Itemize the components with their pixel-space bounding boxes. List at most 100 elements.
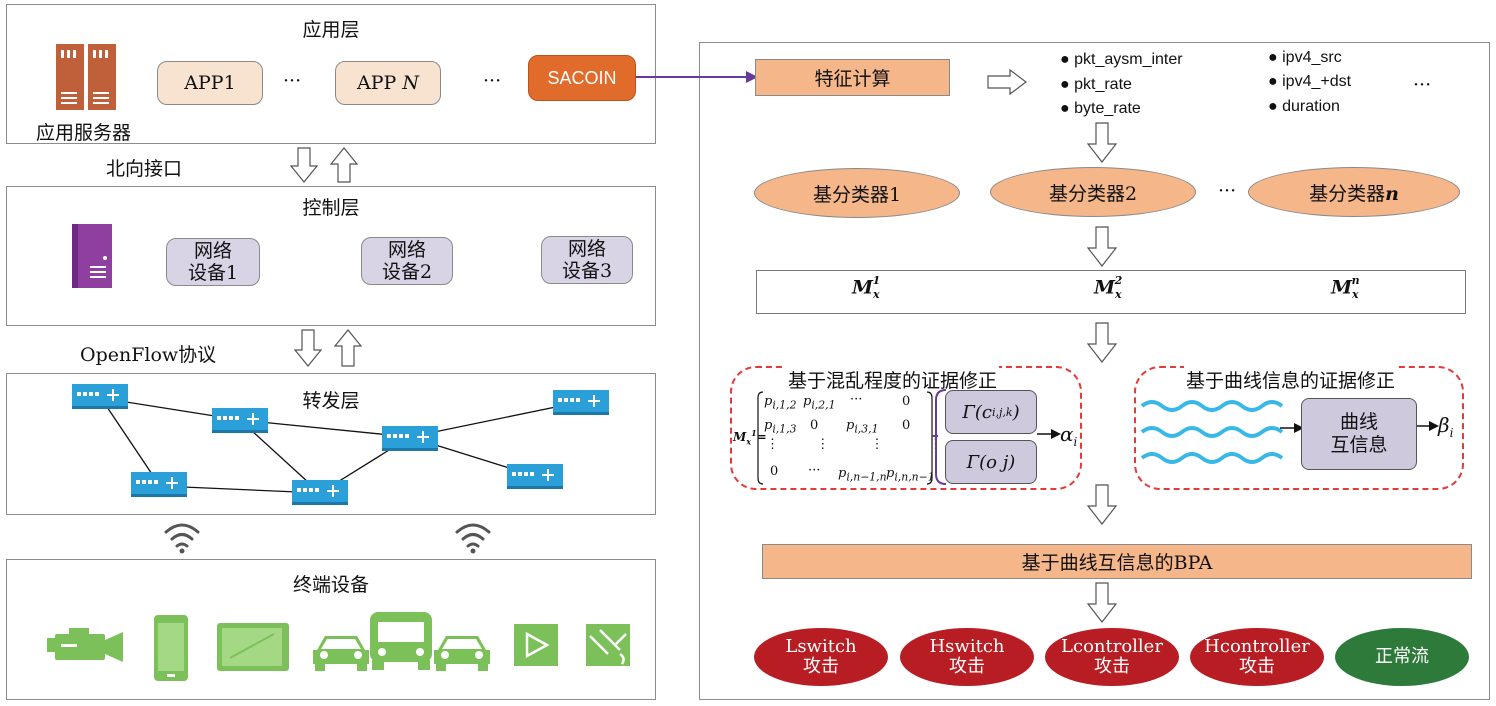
controller-icon [72,224,112,288]
matrix-r2c1: pi,1,3 [764,418,797,436]
app1-label: APP1 [184,72,236,94]
matrix-m2-sup: 2 [1114,274,1123,287]
down-arrow-icon [1086,484,1118,525]
app1-box: APP1 [157,61,263,105]
matrix-r3: ⋮ ⋮ ⋮ ⋮ [766,437,942,452]
sensor-device-icon [586,624,630,666]
feature-calculation-label: 特征计算 [814,68,891,90]
ellipsis-1: ··· [283,70,302,92]
matrix-mn: Mxn [1331,274,1360,302]
forwarding-layer-title: 转发层 [302,390,360,412]
feature-duration: ● duration [1268,98,1340,115]
matrix-r2c2: 0 [810,418,819,433]
matrix-brackets [757,391,933,485]
switch-icon [382,426,438,451]
feature-ipv4-src: ● ipv4_src [1268,49,1342,66]
appn-box: APP N [335,61,441,105]
matrix-r4c3: pi,n−1,n [838,466,887,484]
matrix-r2c4: 0 [902,418,911,433]
switch-icon [292,480,348,505]
matrix-r2c3: pi,3,1 [846,418,879,436]
matrix-r1c4: 0 [902,394,911,409]
bpa-box: 基于曲线互信息的BPA [762,544,1472,579]
alpha-output: αi [1060,422,1077,449]
matrix-r1c2: pi,2,1 [803,394,836,412]
device2-label-top: 网络 [387,239,426,261]
curve-mi-line1: 曲线 [1339,411,1378,433]
device1-label-bottom: 设备1 [187,262,239,284]
alpha-symbol: α [1060,422,1074,446]
gamma-object-box: Γ(o j) [945,440,1037,484]
matrix-m2: Mx2 [1094,274,1123,302]
classifier-2-label: 基分类器2 [1048,182,1138,205]
feature-pkt-rate: ● pkt_rate [1060,76,1132,93]
beta-output: βi [1438,413,1453,440]
control-layer-title: 控制层 [302,197,360,219]
device1-label-top: 网络 [193,240,232,262]
matrix-m1: Mx1 [852,274,881,302]
base-classifier-2: 基分类器2 [990,167,1196,217]
car-icon-left [313,636,369,671]
app-server-label: 应用服务器 [36,122,132,144]
network-device-1: 网络 设备1 [166,238,260,286]
classifier-ellipsis: ··· [1218,180,1237,202]
matrix-mn-sup: n [1351,274,1360,287]
matrix-m1-sup: 1 [872,274,881,287]
gamma1-label: Γ(c [962,401,992,423]
curve-mi-line2: 互信息 [1330,434,1388,456]
gamma-bracket [932,389,947,485]
camera-icon [47,628,123,662]
output-class-line1: Hswitch [929,636,1005,657]
switch-network [100,397,581,494]
switch-icon [507,464,563,489]
classifier-n-label: 基分类器n [1309,182,1399,205]
feature-pkt-aysm-inter: ● pkt_aysm_inter [1060,51,1183,68]
device2-label-bottom: 设备2 [381,261,433,283]
output-class-line1: Lcontroller [1061,636,1163,657]
feature-ellipsis: ··· [1413,74,1432,96]
curve-mutual-info-box: 曲线 互信息 [1301,398,1417,470]
bus-icon [370,612,432,670]
smartphone-icon [154,615,188,681]
beta-arrow [1417,421,1439,431]
feature-right-arrow [987,68,1027,96]
gamma2-label: Γ(o j) [966,451,1016,473]
app-server-icon [56,44,116,110]
sacoin-label: SACOIN [547,67,617,88]
curve-waves [1140,400,1304,464]
evidence-matrix-row [756,270,1466,314]
matrix-r1c1: pi,1,2 [764,394,797,412]
play-device-icon [514,624,558,666]
feature-ipv4-dst: ● ipv4_+dst [1268,73,1352,90]
switch-icon [131,472,187,497]
output-class-line1: Hcontroller [1204,636,1310,657]
application-layer-title: 应用层 [302,19,360,41]
base-classifier-n: 基分类器n [1248,167,1460,217]
confusion-correction-title: 基于混乱程度的证据修正 [786,366,1000,393]
feature-text-2: byte_rate [1074,100,1141,117]
wifi-icon-right [455,523,491,554]
output-class-line1: Lswitch [785,636,857,657]
output-class-line2: 攻击 [1094,656,1130,677]
appn-label: APP N [357,72,419,94]
gamma1-sub: i,j,k [991,405,1013,419]
output-class-line1: 正常流 [1375,646,1429,667]
device3-label-top: 网络 [567,238,606,260]
beta-sub: i [1449,426,1454,440]
alpha-arrow [1037,429,1061,439]
output-class-line2: 攻击 [949,656,985,677]
beta-symbol: β [1438,413,1450,437]
sacoin-to-feature-arrow [636,71,758,83]
bpa-label: 基于曲线互信息的BPA [1021,552,1213,574]
openflow-arrows [293,329,363,367]
feature-text-5: duration [1282,98,1340,115]
base-classifier-1: 基分类器1 [754,168,960,218]
switch-icon [72,384,128,409]
northbound-arrows [289,147,359,183]
control-layer-panel: 控制层 [6,186,656,326]
terminal-layer-title: 终端设备 [292,574,369,596]
openflow-label: OpenFlow协议 [80,344,217,366]
network-device-3: 网络 设备3 [541,236,633,284]
